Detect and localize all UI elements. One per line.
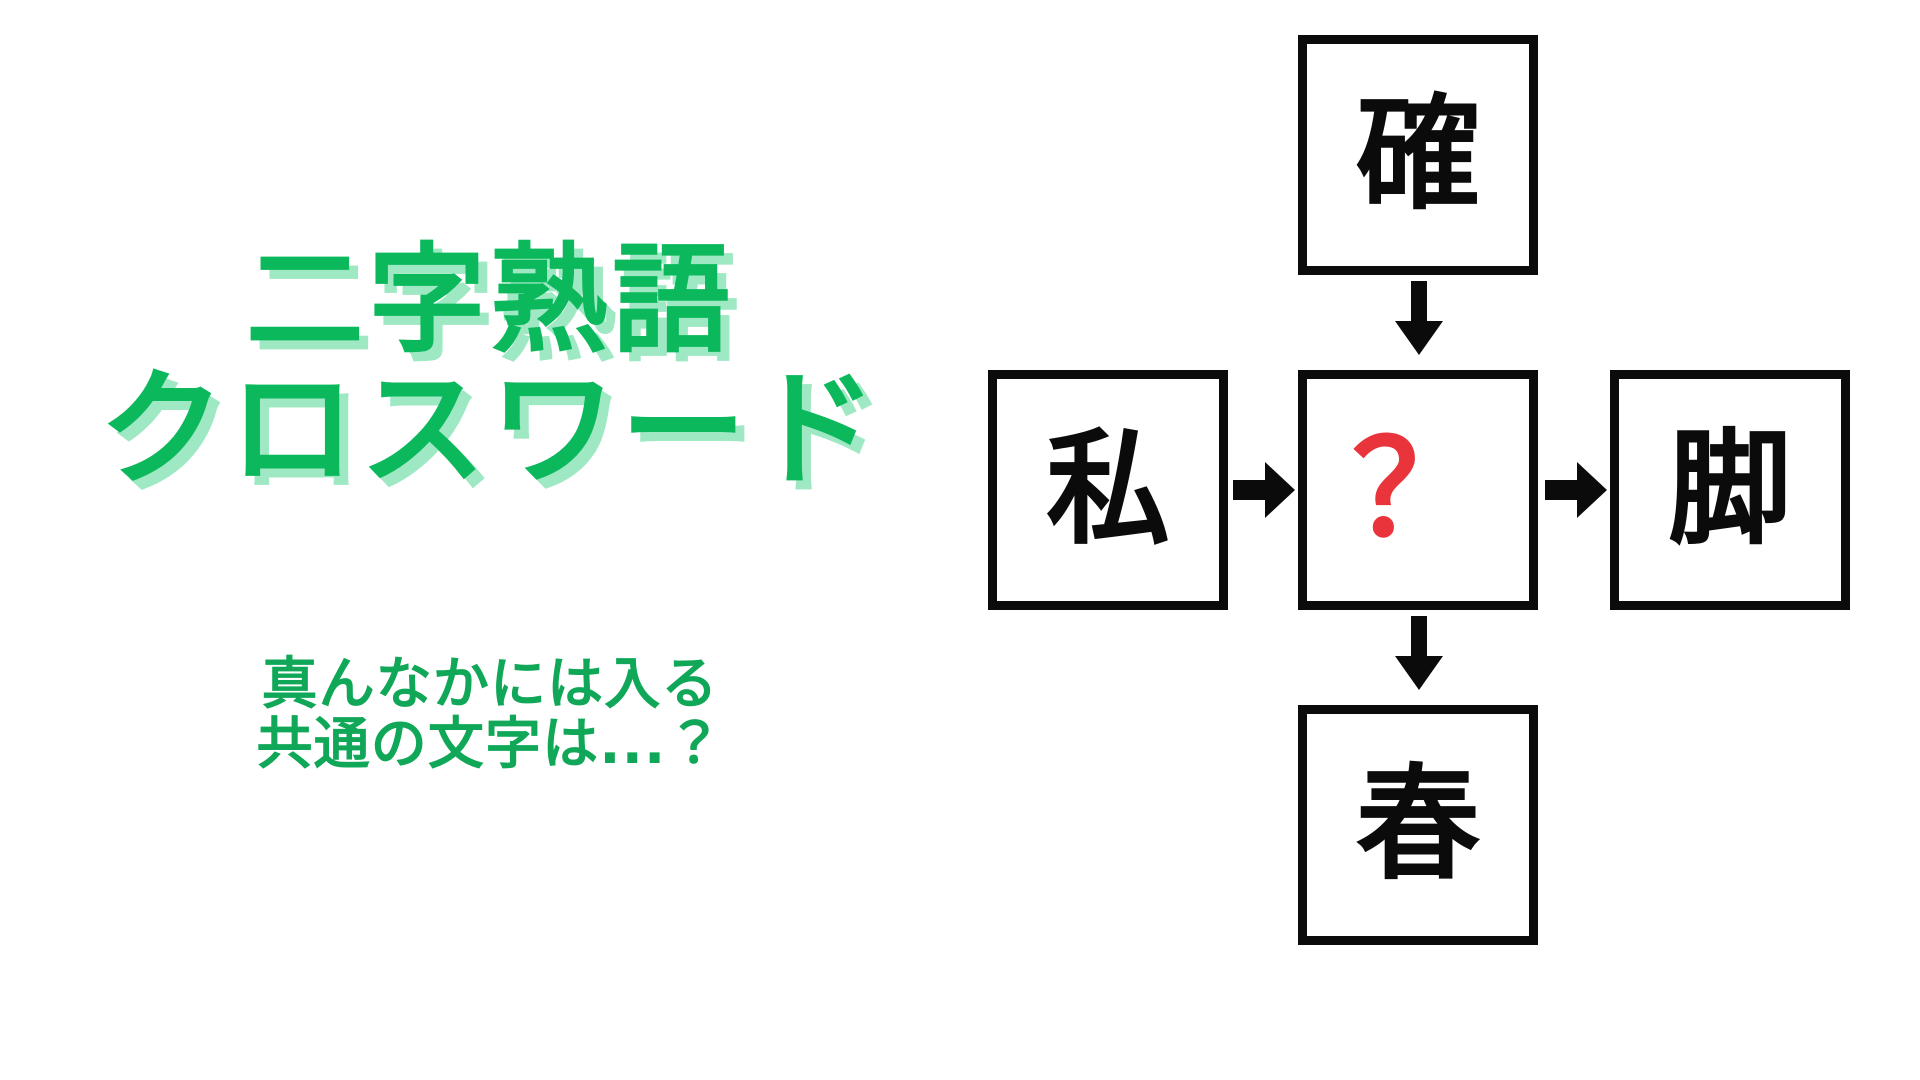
kanji-crossword-diagram: 確 私 ？ 脚 (960, 0, 1920, 1080)
puzzle-cell-right-glyph: 脚 (1667, 418, 1792, 562)
title-line-2: クロスワード (98, 356, 882, 504)
arrow-right-icon-left (1233, 462, 1295, 518)
arrow-right-icon-right (1545, 462, 1607, 518)
puzzle-cell-top-glyph: 確 (1355, 83, 1480, 227)
subtitle-block: 真んなかには入る 共通の文字は...？ (0, 652, 980, 778)
puzzle-cell-center-question-mark: ？ (1352, 413, 1484, 567)
puzzle-cell-left[interactable]: 私 (988, 370, 1228, 610)
arrow-down-icon-bottom (1395, 616, 1443, 690)
puzzle-cell-left-glyph: 私 (1045, 418, 1170, 562)
puzzle-cell-right[interactable]: 脚 (1610, 370, 1850, 610)
title-block: 二字熟語 クロスワード (0, 240, 980, 495)
subtitle-line-2: 共通の文字は...？ (256, 712, 724, 778)
subtitle-line-1: 真んなかには入る (261, 652, 719, 717)
puzzle-cell-center[interactable]: ？ (1298, 370, 1538, 610)
puzzle-cell-bottom-glyph: 春 (1355, 753, 1480, 897)
puzzle-cell-bottom[interactable]: 春 (1298, 705, 1538, 945)
title-line-1: 二字熟語 (245, 231, 735, 369)
puzzle-cell-top[interactable]: 確 (1298, 35, 1538, 275)
arrow-down-icon-top (1395, 281, 1443, 355)
